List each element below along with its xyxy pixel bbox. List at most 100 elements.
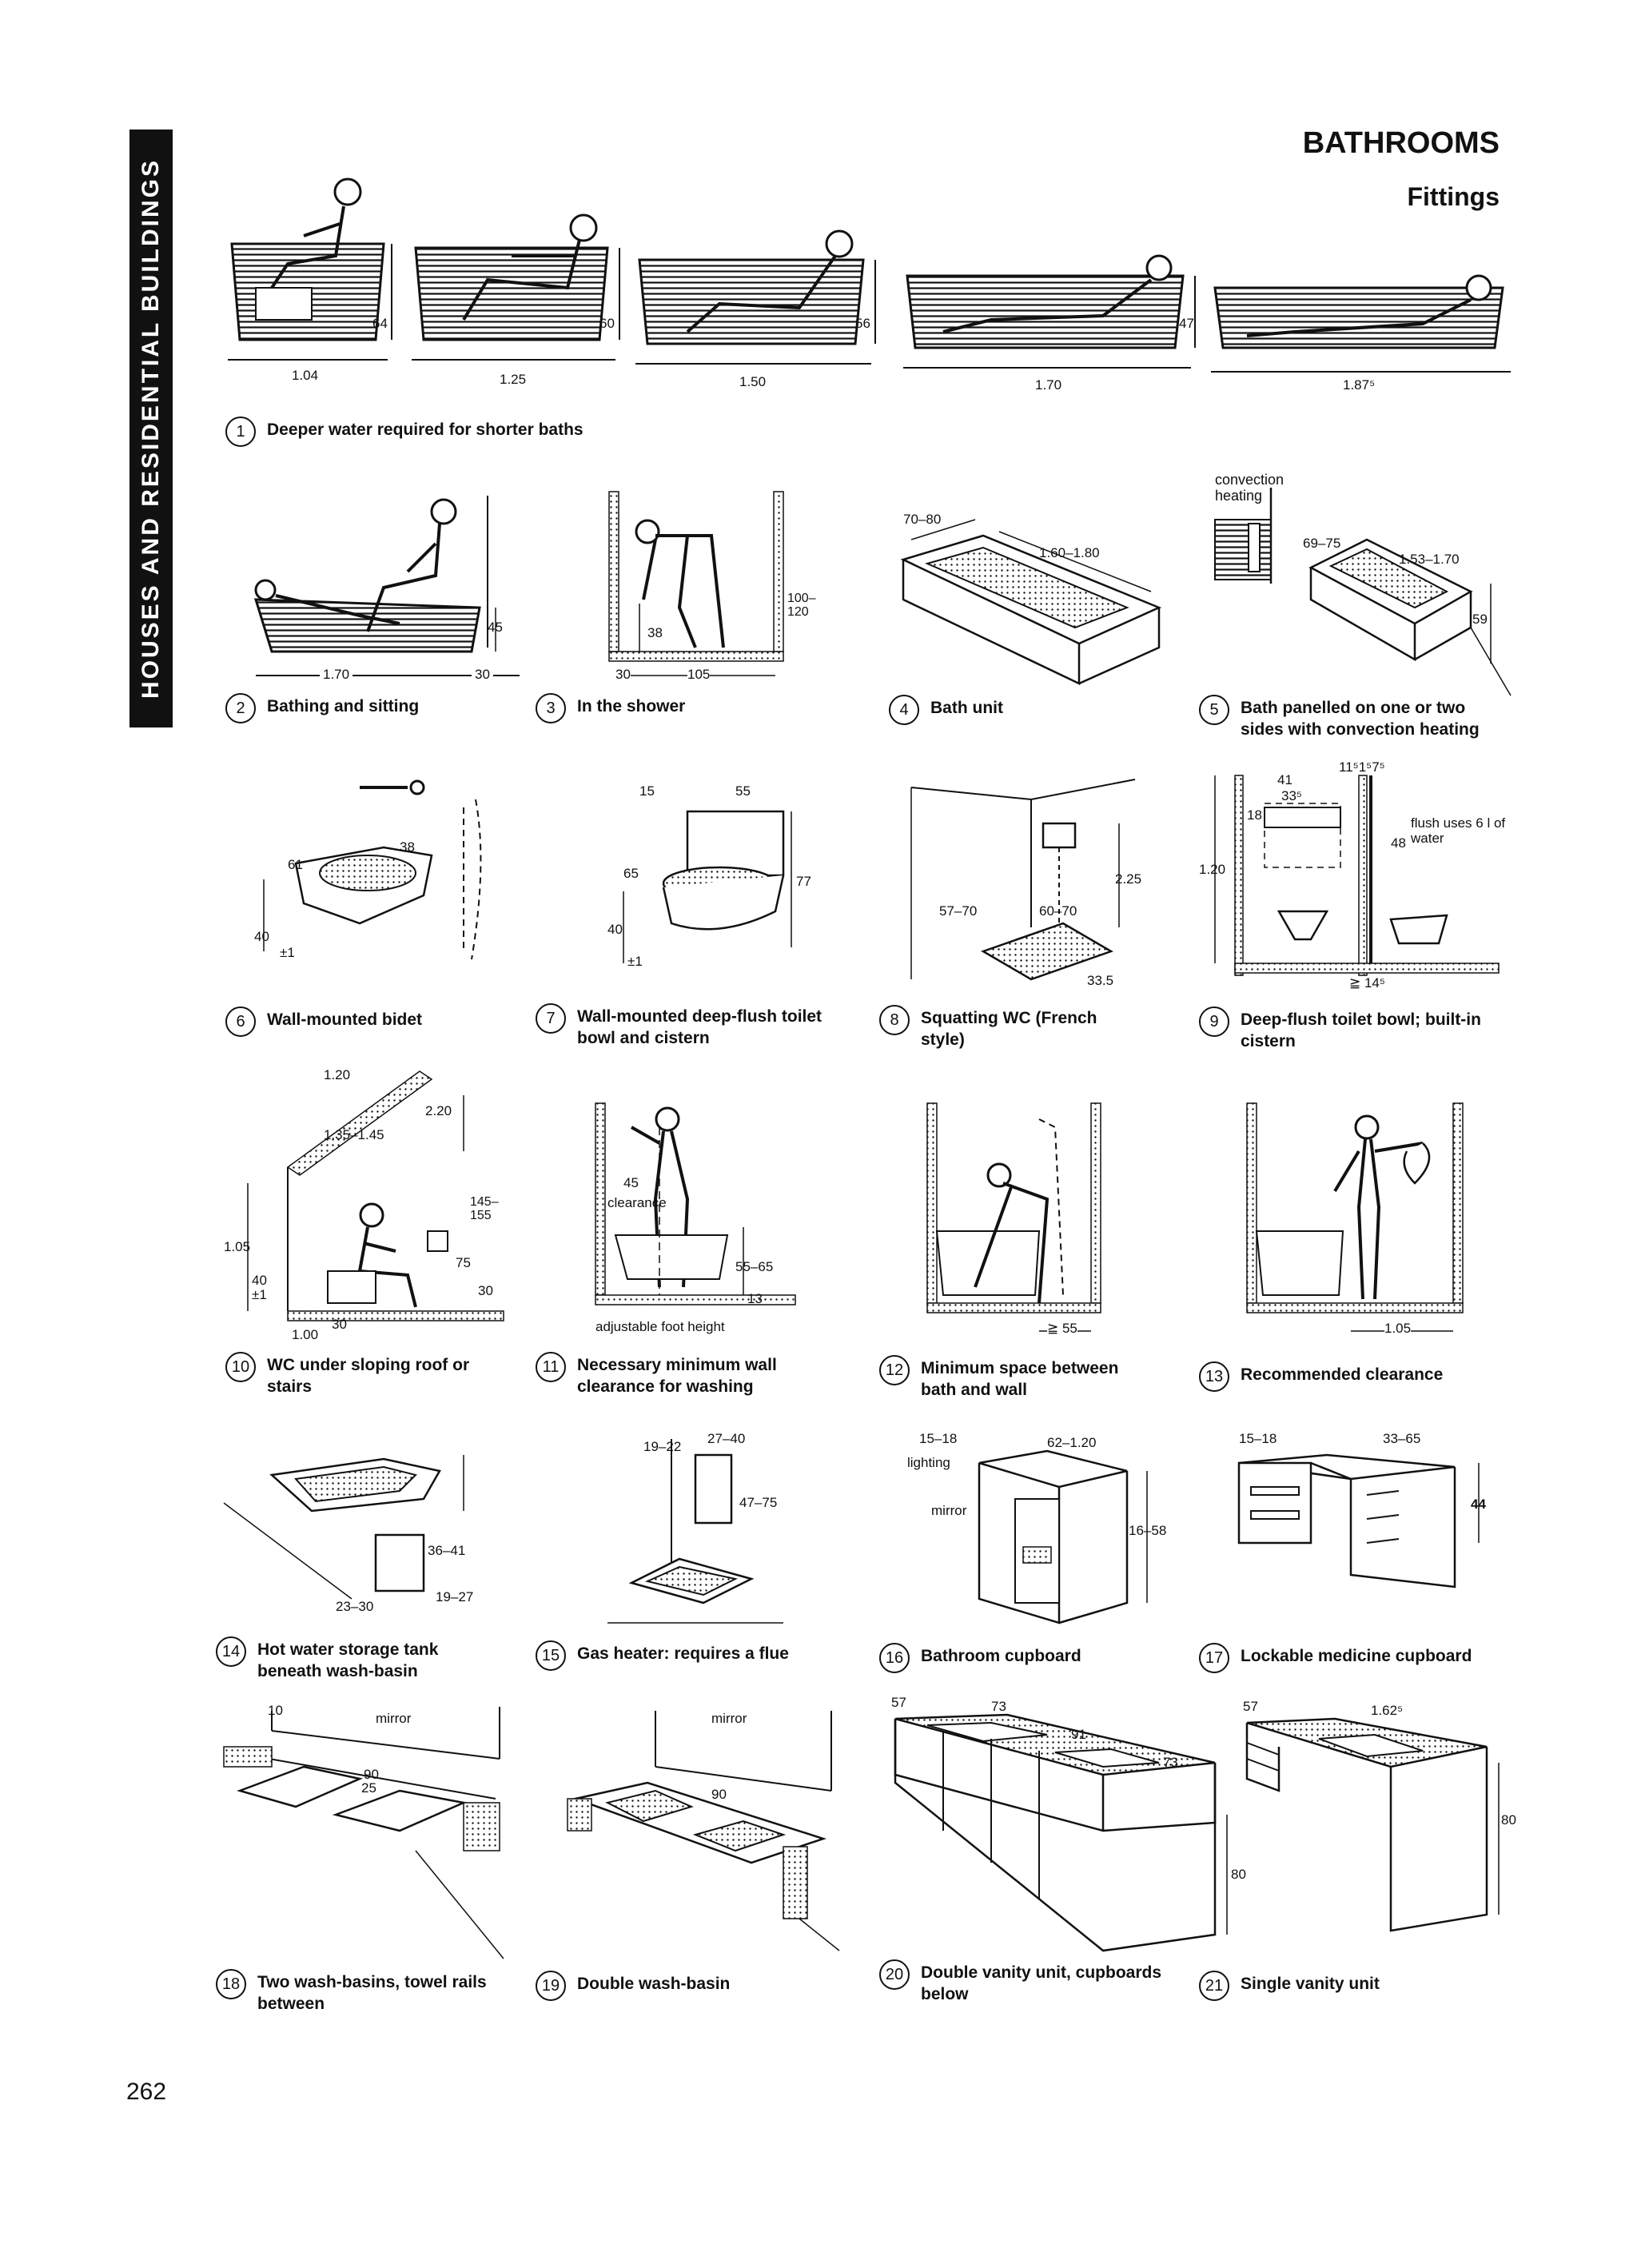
caption-text: Bath panelled on one or two sides with c… — [1241, 699, 1480, 739]
dim-label: 90 — [711, 1787, 727, 1802]
figure-10-caption: 10 WC under sloping roof or stairs — [225, 1352, 497, 1397]
page-number: 262 — [126, 2079, 167, 2105]
bath-wall-space-drawing — [926, 1102, 1101, 1332]
figure-2-caption: 2 Bathing and sitting — [225, 693, 489, 723]
caption-text: Lockable medicine cupboard — [1241, 1647, 1472, 1665]
caption-text: In the shower — [577, 697, 686, 715]
dim-label: 77 — [796, 874, 811, 889]
figure-number: 13 — [1199, 1361, 1229, 1392]
bidet-drawing — [263, 779, 482, 960]
caption-text: Two wash-basins, towel rails between — [257, 1973, 487, 2013]
figure-16-bathroom-cupboard: 15–18 lighting 62–1.20 mirror 16–58 — [903, 1431, 1167, 1639]
dim-label: 27–40 — [707, 1431, 746, 1446]
dim-label: 36–41 — [428, 1543, 466, 1558]
figure-21-caption: 21 Single vanity unit — [1199, 1971, 1503, 2001]
dim-label: 30 — [472, 667, 493, 683]
dim-label: 1.20 — [1199, 862, 1226, 877]
figure-number: 9 — [1199, 1006, 1229, 1037]
double-basin-drawing — [567, 1711, 840, 1951]
caption-text: Wall-mounted bidet — [267, 1010, 423, 1029]
dim-label: 13 — [747, 1291, 763, 1306]
caption-text: Deeper water required for shorter baths — [267, 421, 584, 439]
dim-label: 57 — [891, 1695, 906, 1710]
toilet-cistern-drawing — [623, 810, 792, 963]
dim-label: 64 — [372, 316, 388, 331]
bathroom-cupboard-drawing — [978, 1449, 1148, 1624]
figure-11-caption: 11 Necessary minimum wall clearance for … — [536, 1352, 823, 1397]
dim-label: 33⁵ — [1281, 788, 1302, 803]
dim-label: ±1 — [627, 954, 643, 969]
dim-label: 1.00 — [292, 1327, 319, 1342]
dim-label: 1.53–1.70 — [1399, 552, 1460, 567]
dim-label: clearance — [607, 1195, 667, 1210]
dim-label: 62–1.20 — [1047, 1435, 1097, 1450]
figure-12-bath-wall-space: ≧ 55 — [919, 1095, 1111, 1351]
figure-1-baths: 64 1.04 60 1.25 56 1.50 47 1.70 1.87⁵ — [224, 168, 1519, 393]
dim-label: 25 — [361, 1780, 376, 1796]
figure-number: 5 — [1199, 695, 1229, 725]
dim-label: ±1 — [252, 1287, 267, 1302]
two-basins-drawing — [223, 1707, 504, 1959]
figure-13-recommended-clearance: 1.05 — [1239, 1095, 1479, 1351]
dim-label: 19–22 — [643, 1439, 682, 1454]
dim-label: 75 — [456, 1255, 471, 1270]
dim-label: 45 — [623, 1175, 639, 1190]
wall-clearance-drawing — [595, 1102, 796, 1305]
figure-9-built-in-cistern: 11⁵1⁵7⁵ 41 33⁵ 18 flush uses 6 l of wate… — [1199, 759, 1519, 991]
dim-label: 1.05 — [224, 1239, 251, 1254]
section-side-tab: HOUSES AND RESIDENTIAL BUILDINGS — [129, 130, 173, 727]
dim-label: 1.35–1.45 — [324, 1127, 384, 1142]
dim-label: 60 — [599, 316, 615, 331]
figure-19-double-basin: mirror 90 — [552, 1703, 840, 1967]
figure-6-caption: 6 Wall-mounted bidet — [225, 1006, 497, 1037]
dim-label: 41 — [1277, 772, 1292, 787]
dim-label: 1.20 — [324, 1067, 351, 1082]
figure-15-caption: 15 Gas heater: requires a flue — [536, 1640, 823, 1671]
dim-label: 47 — [1179, 316, 1194, 331]
dim-label: 73 — [991, 1699, 1006, 1714]
dim-label: 55–65 — [735, 1259, 774, 1274]
recommended-clearance-drawing — [1246, 1102, 1464, 1332]
dim-label: 40 — [607, 922, 623, 937]
dim-label: lighting — [907, 1455, 950, 1470]
dim-label: mirror — [931, 1503, 967, 1518]
dim-label: 55 — [735, 783, 751, 799]
figure-11-wall-clearance: 45 clearance 55–65 13 adjustable foot he… — [584, 1095, 815, 1343]
figure-21-single-vanity: 57 1.62⁵ 80 — [1231, 1699, 1519, 1939]
figure-number: 6 — [225, 1006, 256, 1037]
figure-number: 1 — [225, 417, 256, 447]
figure-2-bathing-sitting: 45 1.70 30 — [240, 488, 528, 688]
dim-label: 1.70 — [320, 667, 353, 683]
figure-8-caption: 8 Squatting WC (French style) — [879, 1005, 1143, 1050]
dim-label: 33–65 — [1383, 1431, 1421, 1446]
dim-label: 1.50 — [739, 374, 767, 389]
dim-label: 2.25 — [1115, 871, 1142, 887]
page-subtitle: Fittings — [1407, 182, 1500, 211]
figure-9-caption: 9 Deep-flush toilet bowl; built-in ciste… — [1199, 1006, 1503, 1052]
dim-label: 44 — [1471, 1497, 1486, 1512]
bathing-sitting-drawing — [253, 496, 520, 676]
dim-label: 33.5 — [1087, 973, 1114, 988]
caption-text: WC under sloping roof or stairs — [267, 1356, 470, 1396]
dim-label: 70–80 — [903, 512, 942, 527]
dim-label: 57 — [1243, 1699, 1258, 1714]
dim-label: flush uses 6 l of water — [1411, 815, 1506, 846]
dim-label: 38 — [400, 839, 415, 855]
squatting-wc-drawing — [910, 779, 1136, 981]
figure-number: 19 — [536, 1971, 566, 2001]
figure-12-caption: 12 Minimum space between bath and wall — [879, 1355, 1151, 1401]
figure-number: 3 — [536, 693, 566, 723]
figure-16-caption: 16 Bathroom cupboard — [879, 1643, 1151, 1673]
figure-3-caption: 3 In the shower — [536, 693, 791, 723]
figure-number: 14 — [216, 1636, 246, 1667]
figure-number: 21 — [1199, 1971, 1229, 2001]
dim-label: 105 — [687, 667, 711, 683]
figure-5-panelled-bath: convection heating 69–75 1.53–1.70 59 — [1199, 472, 1519, 704]
dim-label: 15–18 — [1239, 1431, 1277, 1446]
dim-label: 80 — [1501, 1812, 1516, 1828]
dim-label: 40 — [254, 929, 269, 944]
figure-19-caption: 19 Double wash-basin — [536, 1971, 823, 2001]
dim-label: convection heating — [1215, 472, 1285, 504]
figure-7-toilet-cistern: 15 55 65 77 40 ±1 — [591, 779, 815, 979]
page-title: BATHROOMS — [1302, 126, 1500, 160]
